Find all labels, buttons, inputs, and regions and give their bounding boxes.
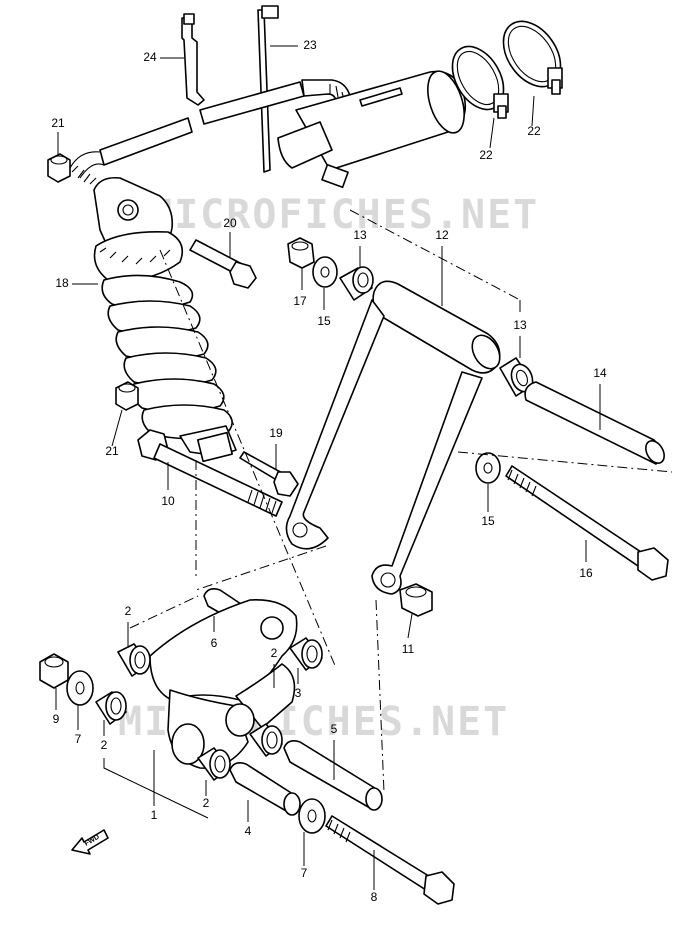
- part-8-bolt[interactable]: [325, 815, 455, 905]
- callout-22-left[interactable]: 22: [479, 148, 493, 162]
- callout-24[interactable]: 24: [143, 50, 157, 64]
- part-2-bearing-b[interactable]: [95, 691, 127, 725]
- part-9-nut[interactable]: [39, 653, 69, 689]
- callout-10[interactable]: 10: [161, 494, 175, 508]
- part-13-bearing-right[interactable]: [499, 357, 536, 397]
- part-3-bearing[interactable]: [289, 637, 323, 671]
- callout-9[interactable]: 9: [53, 712, 60, 726]
- callout-8[interactable]: 8: [371, 890, 378, 904]
- part-15-washer-right[interactable]: [475, 452, 501, 484]
- callout-22-right[interactable]: 22: [527, 124, 541, 138]
- callout-13-right[interactable]: 13: [513, 318, 527, 332]
- part-12-cushion-rod[interactable]: [285, 280, 505, 595]
- part-23-cable-tie[interactable]: [257, 5, 279, 173]
- callout-3[interactable]: 3: [295, 686, 302, 700]
- reservoir-canister[interactable]: [277, 67, 471, 189]
- callout-16[interactable]: 16: [579, 566, 593, 580]
- callout-2-d[interactable]: 2: [203, 796, 210, 810]
- part-24-clamp-strap[interactable]: [181, 13, 205, 106]
- callout-20[interactable]: 20: [223, 216, 237, 230]
- callout-2-b[interactable]: 2: [271, 646, 278, 660]
- callout-13-left[interactable]: 13: [353, 228, 367, 242]
- callout-18[interactable]: 18: [55, 276, 69, 290]
- callout-21-top[interactable]: 21: [51, 116, 65, 130]
- part-19-bolt[interactable]: [239, 451, 299, 497]
- callout-17[interactable]: 17: [293, 294, 307, 308]
- leader-lines: [55, 45, 601, 890]
- callout-19[interactable]: 19: [269, 426, 283, 440]
- assembly-guide-lines: [129, 209, 673, 793]
- part-4-spacer[interactable]: [229, 762, 301, 816]
- part-5-spacer[interactable]: [283, 740, 383, 811]
- part-11-nut[interactable]: [399, 583, 433, 617]
- callout-23[interactable]: 23: [303, 38, 317, 52]
- part-20-bolt[interactable]: [189, 239, 257, 289]
- part-13-bearing-left[interactable]: [339, 266, 374, 301]
- callout-1[interactable]: 1: [151, 808, 158, 822]
- forward-direction-arrow: FWD: [71, 829, 109, 855]
- callout-7-bottom[interactable]: 7: [301, 866, 308, 880]
- callout-4[interactable]: 4: [245, 824, 252, 838]
- part-21-nut-mid[interactable]: [115, 381, 139, 411]
- part-7-washer-bottom[interactable]: [298, 798, 326, 834]
- callout-2-c[interactable]: 2: [101, 738, 108, 752]
- callout-6[interactable]: 6: [211, 636, 218, 650]
- callout-labels: 24 23 21 22 22 20 18 13 12 17 15 13 14 2…: [51, 38, 607, 904]
- callout-15-top[interactable]: 15: [317, 314, 331, 328]
- callout-5[interactable]: 5: [331, 722, 338, 736]
- part-2-bearing-d[interactable]: [197, 747, 231, 781]
- part-10-bolt[interactable]: [137, 429, 283, 517]
- callout-21-mid[interactable]: 21: [105, 444, 119, 458]
- watermark-top: MICROFICHES.NET: [148, 192, 539, 238]
- part-2-bearing-a[interactable]: [117, 643, 151, 677]
- part-18-shock-absorber[interactable]: [93, 176, 237, 463]
- part-14-spacer[interactable]: [524, 381, 668, 466]
- part-22-hose-clamp-left[interactable]: [442, 38, 514, 119]
- callout-15-right[interactable]: 15: [481, 514, 495, 528]
- callout-12[interactable]: 12: [435, 228, 449, 242]
- callout-11[interactable]: 11: [402, 642, 415, 656]
- cushion-lever[interactable]: [149, 599, 298, 769]
- part-7-washer-left[interactable]: [66, 670, 94, 706]
- part-22-hose-clamp-right[interactable]: [492, 11, 573, 98]
- part-15-washer-top[interactable]: [312, 256, 338, 288]
- part-17-nut[interactable]: [287, 237, 315, 269]
- part-21-nut-top[interactable]: [47, 153, 71, 183]
- callout-14[interactable]: 14: [593, 366, 607, 380]
- callout-2-a[interactable]: 2: [125, 604, 132, 618]
- part-2-bearing-c[interactable]: [249, 723, 283, 757]
- callout-7-left[interactable]: 7: [75, 732, 82, 746]
- part-16-long-bolt[interactable]: [505, 465, 669, 581]
